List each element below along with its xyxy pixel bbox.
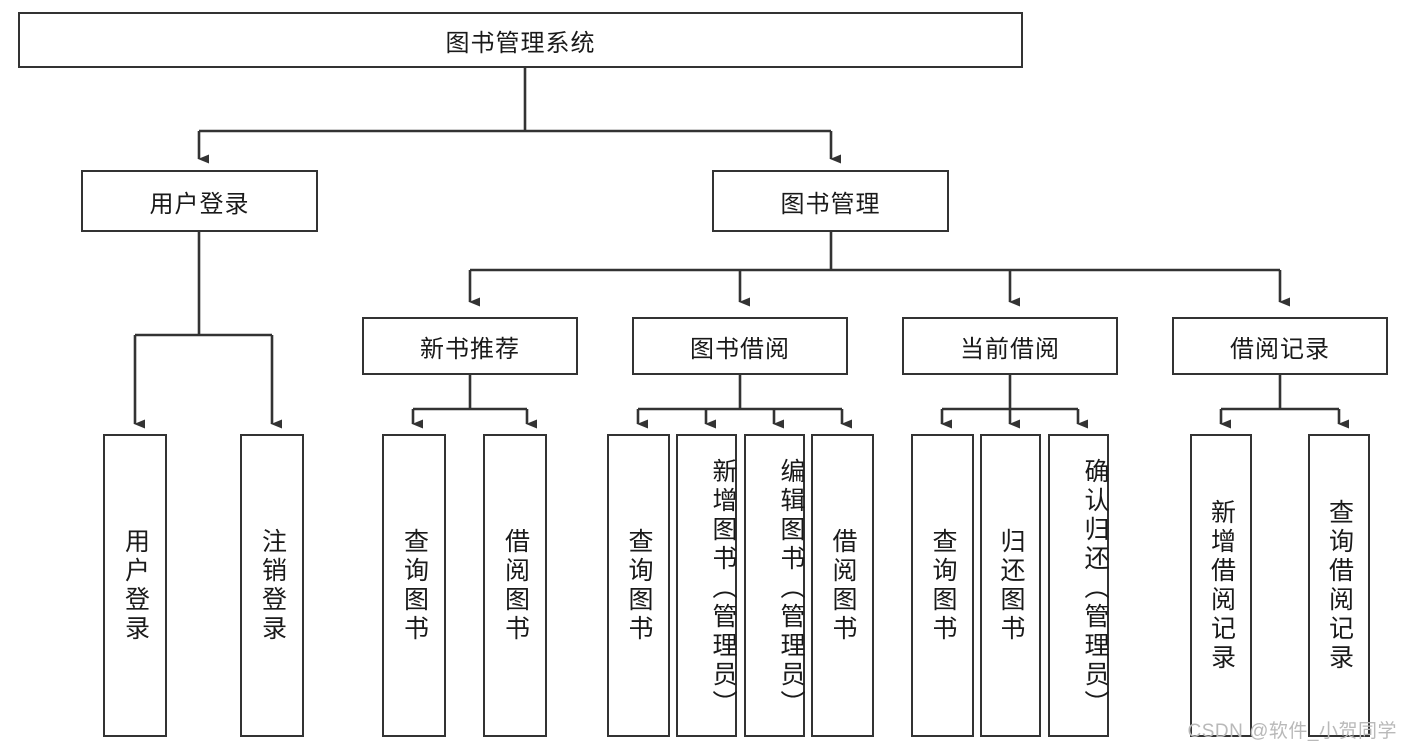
node-leaf-query-record-label: 查询借阅记录 — [1325, 498, 1354, 673]
node-leaf-confirm-return-label: 确认归还（管理员） — [1081, 458, 1109, 719]
node-book-borrow-label: 图书借阅 — [690, 335, 790, 363]
node-current-borrow[interactable]: 当前借阅 — [902, 317, 1118, 375]
node-leaf-return-book[interactable]: 归还图书 — [980, 434, 1041, 737]
node-leaf-add-record[interactable]: 新增借阅记录 — [1190, 434, 1252, 737]
node-leaf-user-login[interactable]: 用户登录 — [103, 434, 167, 737]
node-book-manage-label: 图书管理 — [780, 190, 881, 218]
node-leaf-query-book-3-label: 查询图书 — [929, 527, 957, 644]
node-book-manage[interactable]: 图书管理 — [712, 170, 949, 232]
node-leaf-edit-book-label: 编辑图书（管理员） — [777, 458, 805, 719]
csdn-watermark: CSDN @软件_小贺同学 — [1187, 721, 1397, 742]
node-new-book-recommend-label: 新书推荐 — [420, 335, 520, 363]
node-leaf-user-logout[interactable]: 注销登录 — [240, 434, 304, 737]
node-leaf-query-record[interactable]: 查询借阅记录 — [1308, 434, 1370, 737]
node-user-login[interactable]: 用户登录 — [81, 170, 318, 232]
node-leaf-query-book-2[interactable]: 查询图书 — [607, 434, 670, 737]
node-leaf-borrow-book-1[interactable]: 借阅图书 — [483, 434, 547, 737]
node-leaf-query-book-3[interactable]: 查询图书 — [911, 434, 974, 737]
node-user-login-label: 用户登录 — [149, 190, 250, 218]
node-leaf-query-book-1[interactable]: 查询图书 — [382, 434, 446, 737]
node-root[interactable]: 图书管理系统 — [18, 12, 1023, 68]
node-leaf-borrow-book-1-label: 借阅图书 — [501, 527, 530, 644]
node-leaf-borrow-book-2[interactable]: 借阅图书 — [811, 434, 874, 737]
node-borrow-record[interactable]: 借阅记录 — [1172, 317, 1388, 375]
node-new-book-recommend[interactable]: 新书推荐 — [362, 317, 578, 375]
node-leaf-return-book-label: 归还图书 — [997, 527, 1025, 644]
node-leaf-add-record-label: 新增借阅记录 — [1207, 498, 1236, 673]
node-leaf-add-book[interactable]: 新增图书（管理员） — [676, 434, 737, 737]
node-book-borrow[interactable]: 图书借阅 — [632, 317, 848, 375]
node-borrow-record-label: 借阅记录 — [1230, 335, 1330, 363]
node-leaf-edit-book[interactable]: 编辑图书（管理员） — [744, 434, 805, 737]
node-leaf-user-logout-label: 注销登录 — [258, 527, 287, 644]
node-leaf-query-book-1-label: 查询图书 — [400, 527, 429, 644]
node-leaf-add-book-label: 新增图书（管理员） — [709, 458, 737, 719]
node-root-label: 图书管理系统 — [445, 29, 596, 57]
node-leaf-confirm-return[interactable]: 确认归还（管理员） — [1048, 434, 1109, 737]
node-current-borrow-label: 当前借阅 — [960, 335, 1060, 363]
node-leaf-user-login-label: 用户登录 — [121, 527, 150, 644]
node-leaf-query-book-2-label: 查询图书 — [625, 527, 653, 644]
node-leaf-borrow-book-2-label: 借阅图书 — [829, 527, 857, 644]
